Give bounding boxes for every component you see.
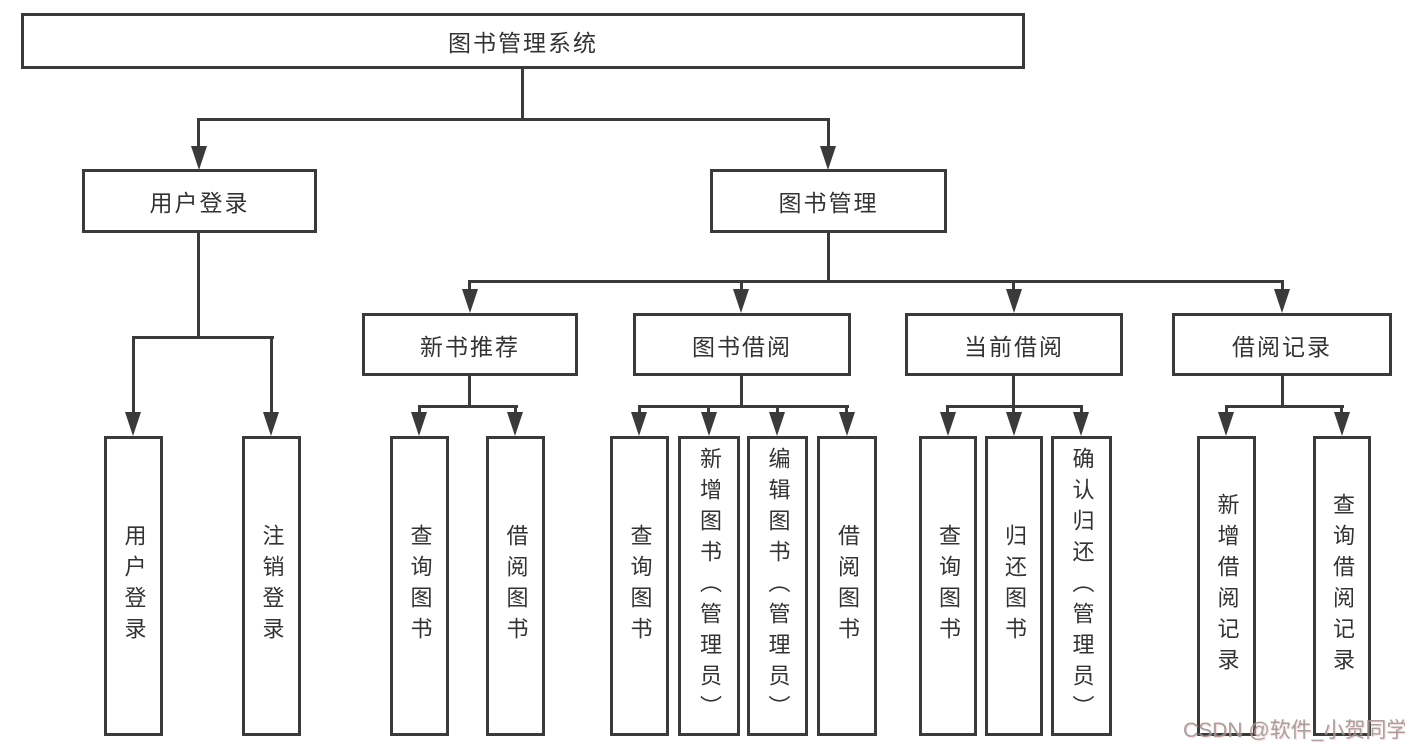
arrowhead-leaf xyxy=(1218,412,1234,436)
connector-riser-book-borrow xyxy=(740,376,743,408)
leaf-label: 新增借阅记录 xyxy=(1214,493,1240,679)
leaf-label: 借阅图书 xyxy=(835,524,860,648)
leaf-label: 查询借阅记录 xyxy=(1330,493,1355,679)
node-label: 图书管理 xyxy=(778,190,879,216)
connector-drop-leaf xyxy=(638,405,641,415)
leaf-label: 编辑图书（管理员） xyxy=(765,446,791,726)
leaf-label: 查询图书 xyxy=(627,524,653,648)
connector-drop-leaf xyxy=(1225,405,1228,415)
connector-drop-current-borrow xyxy=(1012,280,1015,292)
connector-drop-borrow-record xyxy=(1281,280,1284,292)
connector-drop-book-mgmt xyxy=(827,118,830,148)
arrowhead-leaf xyxy=(507,412,523,436)
leaf-borrow-books: 借阅图书 xyxy=(817,436,877,736)
leaf-query-books-recommend: 查询图书 xyxy=(390,436,449,736)
leaf-return-books: 归还图书 xyxy=(985,436,1043,736)
leaf-query-books-current: 查询图书 xyxy=(919,436,977,736)
arrowhead-new-book-rec xyxy=(462,289,478,313)
arrowhead-current-borrow xyxy=(1006,289,1022,313)
connector-user-login-split xyxy=(132,336,274,339)
leaf-query-books-borrowing: 查询图书 xyxy=(610,436,669,736)
node-user-login: 用户登录 xyxy=(82,169,317,233)
connector-drop-leaf xyxy=(1080,405,1083,415)
connector-riser-current-borrow xyxy=(1012,376,1015,408)
leaf-confirm-return-admin: 确认归还（管理员） xyxy=(1051,436,1112,736)
connector-drop-leaf-logout xyxy=(270,336,273,414)
leaf-label: 查询图书 xyxy=(407,524,433,648)
connector-book-mgmt-split xyxy=(468,280,1284,283)
arrowhead-user-login xyxy=(191,146,207,170)
leaf-label: 借阅图书 xyxy=(503,524,529,648)
connector-root-riser xyxy=(521,69,524,118)
arrowhead-borrow-record xyxy=(1274,289,1290,313)
leaf-label: 查询图书 xyxy=(936,524,961,648)
node-book-management: 图书管理 xyxy=(710,169,947,233)
leaf-edit-books-admin: 编辑图书（管理员） xyxy=(747,436,808,736)
arrowhead-leaf xyxy=(940,412,956,436)
leaf-label: 注销登录 xyxy=(259,524,285,648)
leaf-borrow-books-recommend: 借阅图书 xyxy=(486,436,545,736)
leaf-user-login: 用户登录 xyxy=(104,436,163,736)
arrowhead-book-mgmt xyxy=(820,146,836,170)
csdn-watermark: CSDN @软件_小贺同学 xyxy=(1183,719,1405,742)
leaf-logout: 注销登录 xyxy=(242,436,301,736)
node-label: 图书借阅 xyxy=(692,333,792,360)
connector-riser-new-book-rec xyxy=(468,376,471,408)
node-library-management-system: 图书管理系统 xyxy=(21,13,1025,69)
connector-drop-leaf xyxy=(418,405,421,415)
leaf-add-borrow-record: 新增借阅记录 xyxy=(1197,436,1256,736)
node-label: 用户登录 xyxy=(149,190,250,216)
arrowhead-leaf xyxy=(1073,412,1089,436)
connector-drop-leaf xyxy=(776,405,779,415)
connector-drop-user-login xyxy=(197,118,200,148)
node-new-book-recommend: 新书推荐 xyxy=(362,313,578,376)
arrowhead-leaf xyxy=(701,412,717,436)
arrowhead-leaf xyxy=(631,412,647,436)
connector-drop-leaf xyxy=(514,405,517,415)
leaf-label: 归还图书 xyxy=(1002,524,1027,648)
arrowhead-leaf xyxy=(769,412,785,436)
arrowhead-leaf xyxy=(839,412,855,436)
node-label: 图书管理系统 xyxy=(448,30,598,56)
leaf-query-borrow-record: 查询借阅记录 xyxy=(1313,436,1371,736)
leaf-label: 确认归还（管理员） xyxy=(1069,446,1095,726)
leaf-label: 用户登录 xyxy=(121,524,147,648)
connector-drop-leaf xyxy=(845,405,848,415)
connector-drop-leaf-login xyxy=(132,336,135,414)
arrowhead-leaf xyxy=(411,412,427,436)
arrowhead-leaf xyxy=(1006,412,1022,436)
node-book-borrowing: 图书借阅 xyxy=(633,313,851,376)
node-borrowing-records: 借阅记录 xyxy=(1172,313,1392,376)
connector-drop-leaf xyxy=(1012,405,1015,415)
arrowhead-leaf-logout xyxy=(263,412,279,436)
connector-drop-leaf xyxy=(1340,405,1343,415)
leaf-add-books-admin: 新增图书（管理员） xyxy=(678,436,740,736)
connector-drop-leaf xyxy=(946,405,949,415)
connector-riser-borrow-record xyxy=(1281,376,1284,408)
connector-split-borrow-record xyxy=(1225,405,1344,408)
connector-split-new-book-rec xyxy=(418,405,518,408)
connector-drop-new-book-rec xyxy=(468,280,471,292)
connector-root-split xyxy=(197,118,830,121)
connector-drop-leaf xyxy=(707,405,710,415)
arrowhead-leaf-login xyxy=(125,412,141,436)
node-label: 借阅记录 xyxy=(1232,333,1332,360)
connector-drop-book-borrow xyxy=(740,280,743,292)
node-label: 新书推荐 xyxy=(420,333,520,360)
leaf-label: 新增图书（管理员） xyxy=(697,446,722,726)
arrowhead-leaf xyxy=(1334,412,1350,436)
connector-split-book-borrow xyxy=(638,405,849,408)
node-label: 当前借阅 xyxy=(964,333,1064,360)
connector-book-mgmt-riser xyxy=(827,233,830,283)
node-current-borrowing: 当前借阅 xyxy=(905,313,1123,376)
connector-user-login-riser xyxy=(197,233,200,339)
arrowhead-book-borrow xyxy=(733,289,749,313)
